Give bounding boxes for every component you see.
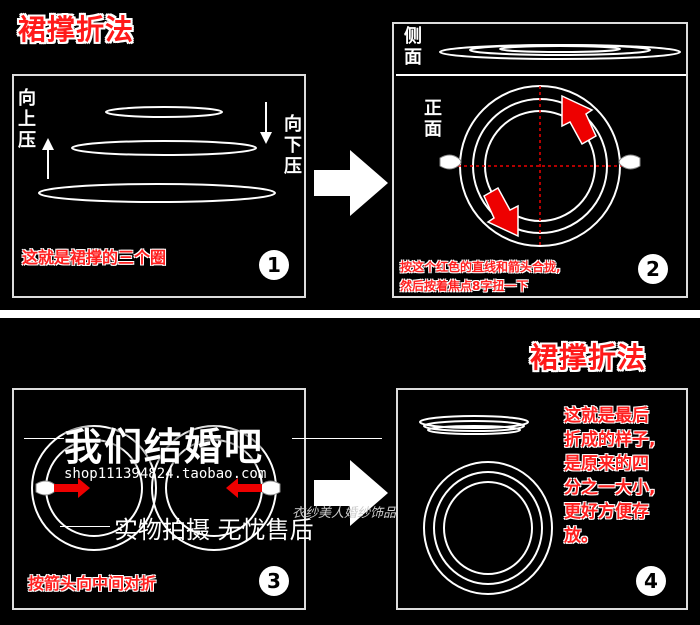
red-arrow-left-icon <box>226 478 262 498</box>
up-arrow-icon <box>42 138 54 150</box>
watermark-line-bottom <box>60 526 110 527</box>
front-view-label: 正面 <box>424 98 442 140</box>
bottom-title: 裙撑折法 <box>530 341 647 374</box>
front-view-illustration <box>439 85 641 248</box>
ring-small <box>105 106 223 118</box>
step-number-3: 3 <box>259 566 289 596</box>
step-number-1: 1 <box>259 250 289 280</box>
final-result-illustration <box>419 415 553 595</box>
ring-medium <box>71 140 257 156</box>
ring-large <box>38 183 276 203</box>
panel1-caption: 这就是裙撑的三个圈 <box>22 248 167 267</box>
panel2-caption-line2: 然后按着焦点8字扭一下 <box>400 279 529 293</box>
three-rings-illustration <box>38 102 276 203</box>
right-arrow-icon <box>314 150 388 216</box>
panel3-caption: 按箭头向中间对折 <box>28 574 157 593</box>
top-title: 裙撑折法 <box>18 13 135 46</box>
panel-final-result: 这就是最后 折成的样子, 是原来的四 分之一大小, 更好方便存 放。 4 <box>396 388 688 610</box>
up-press-label: 向上压 <box>18 88 36 151</box>
red-arrow-bottom-icon <box>483 186 519 238</box>
watermark-line-right <box>292 438 382 439</box>
side-view-label: 侧面 <box>404 26 422 68</box>
watermark-title: 我们结婚吧 <box>64 425 265 469</box>
side-view-illustration <box>439 44 681 60</box>
step-number-4: 4 <box>636 566 666 596</box>
down-arrow-icon <box>260 132 272 144</box>
section-divider <box>0 310 700 318</box>
left-hand-icon <box>439 154 462 170</box>
left-hand-icon <box>35 480 58 496</box>
side-divider <box>396 74 686 76</box>
panel-three-rings: 向上压 向下压 这就是裙撑的三个圈 1 <box>12 74 306 298</box>
watermark-url: shop111394824.taobao.com <box>64 466 267 482</box>
panel-fold-instructions: 侧面 正面 按这个红色的直线和箭头合拢, 然后按着焦点8字扭一下 2 <box>392 22 688 298</box>
watermark-subtitle: 实物拍摄 无忧售后 <box>114 516 314 544</box>
right-arrow-icon <box>314 460 388 526</box>
watermark-line-left <box>24 438 64 439</box>
down-press-label: 向下压 <box>284 114 302 177</box>
panel4-caption: 这就是最后 折成的样子, 是原来的四 分之一大小, 更好方便存 放。 <box>564 406 656 546</box>
watermark-corner: 衣纱美人婚纱饰品 <box>292 506 397 521</box>
panel-fold-in-half: 按箭头向中间对折 3 <box>12 388 306 610</box>
red-arrow-top-icon <box>561 94 597 146</box>
red-arrow-right-icon <box>54 478 90 498</box>
panel2-caption-line1: 按这个红色的直线和箭头合拢, <box>400 260 561 274</box>
fold-in-half-illustration <box>31 425 281 551</box>
step-number-2: 2 <box>638 254 668 284</box>
right-hand-icon <box>618 154 641 170</box>
